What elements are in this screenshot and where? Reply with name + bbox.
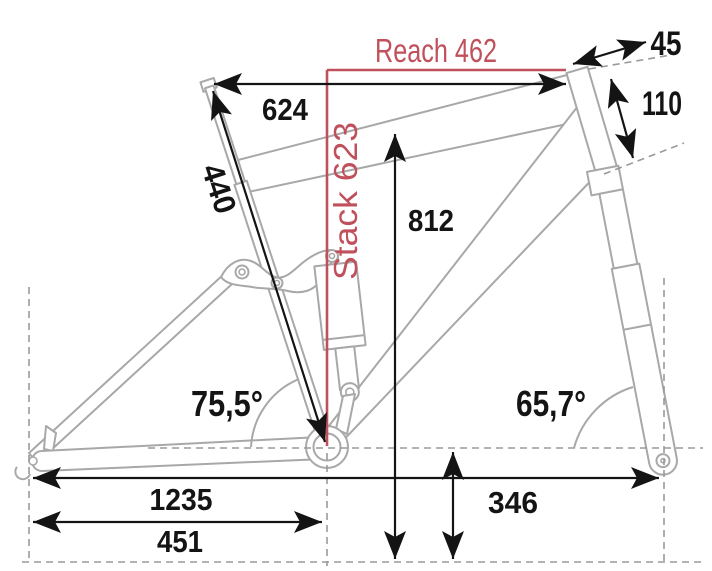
stack-label: Stack 623 [327, 122, 364, 280]
rocker-pivot-left-hole [238, 268, 246, 276]
reach-label: Reach 462 [375, 32, 497, 69]
dimension-arrows [33, 39, 659, 559]
head-offset-dim-line [572, 39, 647, 67]
head-angle-label: 65,7° [516, 383, 586, 424]
seat-angle-label: 75,5° [191, 383, 263, 424]
dimension-labels: 624 440 812 45 110 1235 451 346 75,5° 65… [150, 25, 683, 559]
standover-label: 812 [408, 203, 454, 238]
head-offset-label: 45 [651, 25, 682, 63]
fork-group [585, 164, 678, 476]
fork-lowers [610, 262, 678, 476]
fork-stanchion [598, 188, 639, 270]
rear-axle-icon [28, 456, 38, 466]
bb-height-label: 346 [488, 485, 538, 520]
shock-top-mount-hole [328, 252, 336, 260]
shock-seam [322, 334, 365, 341]
seatstay-tube [28, 262, 245, 464]
head-bottom-dashed-line [603, 142, 685, 175]
chainstay-label: 451 [157, 524, 203, 559]
wheelbase-label: 1235 [150, 482, 213, 517]
shock-lower-link [335, 393, 356, 435]
chainstay-tube [31, 436, 325, 472]
head-angle-arc [573, 386, 634, 449]
fork-seam [623, 323, 652, 331]
head-tube-label: 110 [642, 85, 682, 123]
reach-stack-group: Reach 462 Stack 623 [325, 32, 566, 446]
top-tube-label: 624 [262, 92, 309, 127]
head-tube-dim-line [607, 78, 637, 159]
dropout-hook [14, 466, 31, 481]
seat-tube-dim-line [211, 90, 327, 443]
